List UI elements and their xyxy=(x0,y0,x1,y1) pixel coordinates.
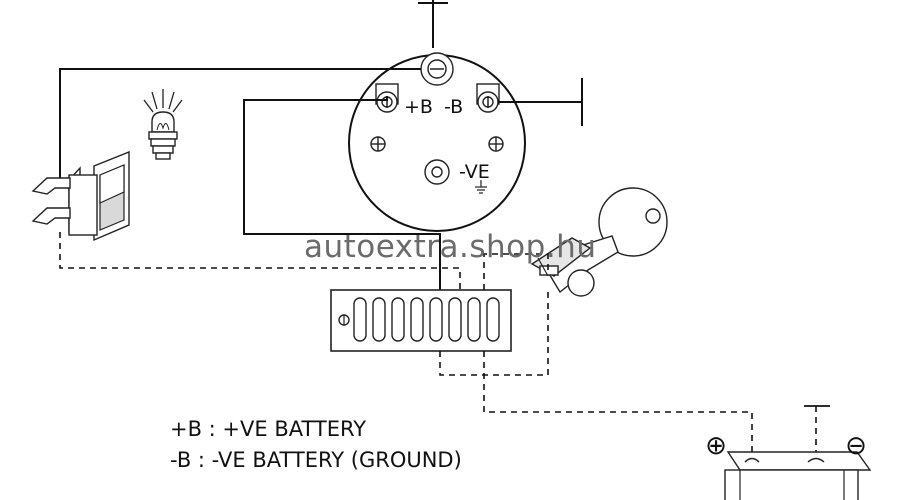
ground-symbol-icon xyxy=(475,180,487,194)
gauge-icon xyxy=(348,0,526,232)
legend-negative: -B : -VE BATTERY (GROUND) xyxy=(170,448,462,472)
lamp-bulb-icon xyxy=(143,89,183,160)
ground-label: -VE xyxy=(459,161,490,183)
battery-negative-symbol: ⊖ xyxy=(845,431,867,461)
battery-icon xyxy=(724,451,872,500)
terminal-neg-label: -B xyxy=(444,96,463,118)
legend-positive: +B : +VE BATTERY xyxy=(170,417,366,441)
ignition-key-icon xyxy=(530,187,668,297)
watermark: autoextra.shop.hu xyxy=(304,229,596,265)
wires-dashed xyxy=(59,232,830,452)
fuse-block-icon xyxy=(330,289,512,352)
wires-solid xyxy=(59,68,583,302)
rocker-switch-icon xyxy=(31,150,130,242)
terminal-pos-label: +B xyxy=(404,96,433,118)
battery-positive-symbol: ⊕ xyxy=(705,431,727,461)
